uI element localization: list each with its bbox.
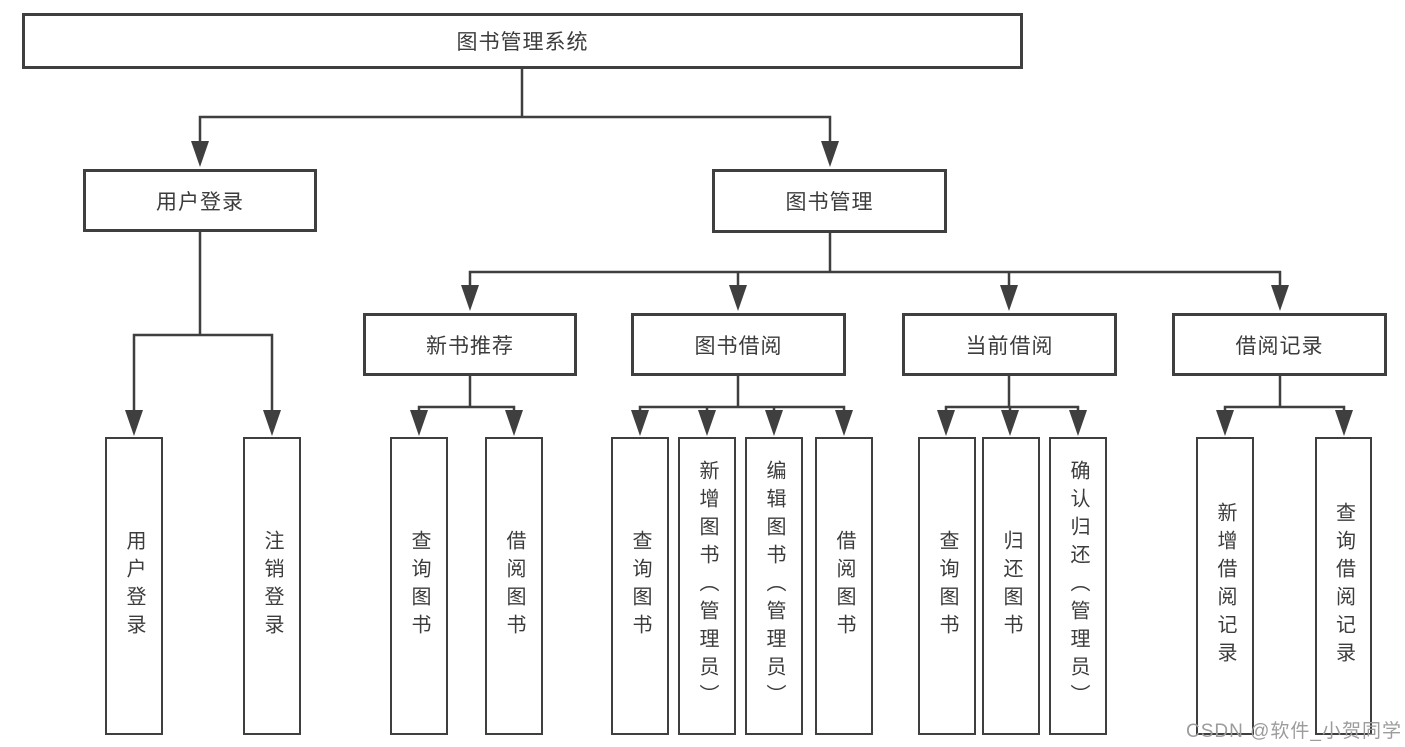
leaf-user-login: 用户登录: [105, 437, 163, 735]
edges-root: [191, 69, 839, 167]
arrow-down-icon: [937, 410, 955, 436]
edges-current-borrowing: [937, 376, 1087, 436]
node-root: 图书管理系统: [22, 13, 1023, 69]
leaf-borrow-books-recommend: 借阅图书: [485, 437, 543, 735]
arrow-down-icon: [410, 410, 428, 436]
arrow-down-icon: [729, 285, 747, 311]
leaf-add-book-admin: 新增图书（管理员）: [678, 437, 736, 735]
node-new-book-recommend: 新书推荐: [363, 313, 577, 376]
arrow-down-icon: [835, 410, 853, 436]
arrow-down-icon: [1335, 410, 1353, 436]
arrow-down-icon: [1069, 410, 1087, 436]
arrow-down-icon: [821, 141, 839, 167]
edges-borrowing-records: [1216, 376, 1353, 436]
leaf-search-books-borrowing: 查询图书: [611, 437, 669, 735]
node-borrowing-records: 借阅记录: [1172, 313, 1387, 376]
node-book-management: 图书管理: [712, 169, 947, 233]
arrow-down-icon: [1000, 285, 1018, 311]
arrow-down-icon: [1271, 285, 1289, 311]
edges-book-borrowing: [631, 376, 853, 436]
leaf-search-books-recommend: 查询图书: [390, 437, 448, 735]
arrow-down-icon: [1216, 410, 1234, 436]
leaf-search-books-current: 查询图书: [918, 437, 976, 735]
watermark-text: CSDN @软件_小贺同学: [1186, 721, 1402, 742]
node-user-login: 用户登录: [83, 169, 317, 232]
arrow-down-icon: [1001, 410, 1019, 436]
leaf-confirm-return-admin: 确认归还（管理员）: [1049, 437, 1107, 735]
arrow-down-icon: [461, 285, 479, 311]
arrow-down-icon: [631, 410, 649, 436]
arrow-down-icon: [125, 410, 143, 436]
arrow-down-icon: [698, 410, 716, 436]
arrow-down-icon: [505, 410, 523, 436]
node-current-borrowing: 当前借阅: [902, 313, 1117, 376]
edges-user-login: [125, 232, 281, 436]
arrow-down-icon: [263, 410, 281, 436]
leaf-add-borrow-record: 新增借阅记录: [1196, 437, 1254, 735]
node-book-borrowing: 图书借阅: [631, 313, 846, 376]
leaf-logout-login: 注销登录: [243, 437, 301, 735]
edges-book-management: [461, 233, 1289, 311]
leaf-search-borrow-record: 查询借阅记录: [1315, 437, 1372, 735]
leaf-edit-book-admin: 编辑图书（管理员）: [745, 437, 803, 735]
arrow-down-icon: [191, 141, 209, 167]
leaf-borrow-books: 借阅图书: [815, 437, 873, 735]
arrow-down-icon: [765, 410, 783, 436]
leaf-return-book: 归还图书: [982, 437, 1040, 735]
edges-new-book-recommend: [410, 376, 523, 436]
